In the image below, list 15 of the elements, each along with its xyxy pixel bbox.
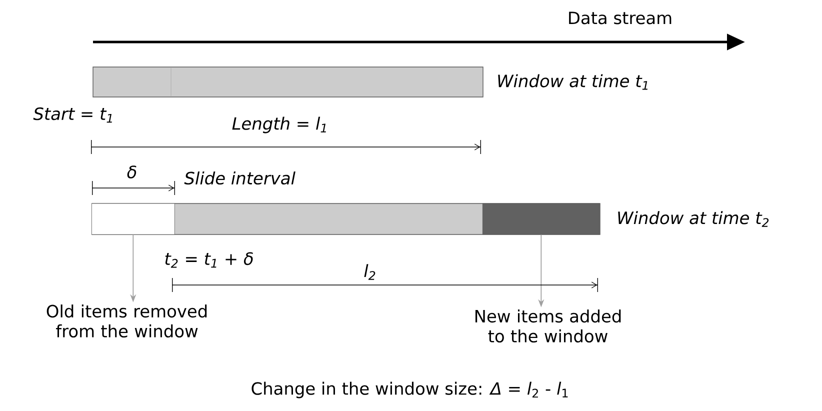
window-segment bbox=[482, 203, 600, 235]
window-bar bbox=[92, 66, 484, 98]
window-label: Window at time t$_{1}$ bbox=[498, 74, 648, 90]
length-label: l$_{2}$ bbox=[364, 264, 376, 280]
stream-label: Data stream bbox=[569, 12, 672, 24]
caption-text: New items added to the window bbox=[475, 309, 621, 343]
window-segment bbox=[91, 203, 175, 235]
caption-text: Old items removed from the window bbox=[46, 304, 207, 338]
formula-label: Change in the window size: Δ = l$_{2}$ - l$_{1}$ bbox=[252, 382, 568, 398]
window-label: Window at time t$_{2}$ bbox=[618, 211, 769, 227]
delta-label: δ bbox=[127, 166, 136, 178]
interval-label: Slide interval bbox=[184, 171, 296, 185]
formula-label: t$_{2}$ = t$_{1}$ + δ bbox=[165, 252, 253, 268]
length-label: Length = l$_{1}$ bbox=[232, 116, 326, 134]
start-label: Start = t$_{1}$ bbox=[33, 107, 112, 123]
